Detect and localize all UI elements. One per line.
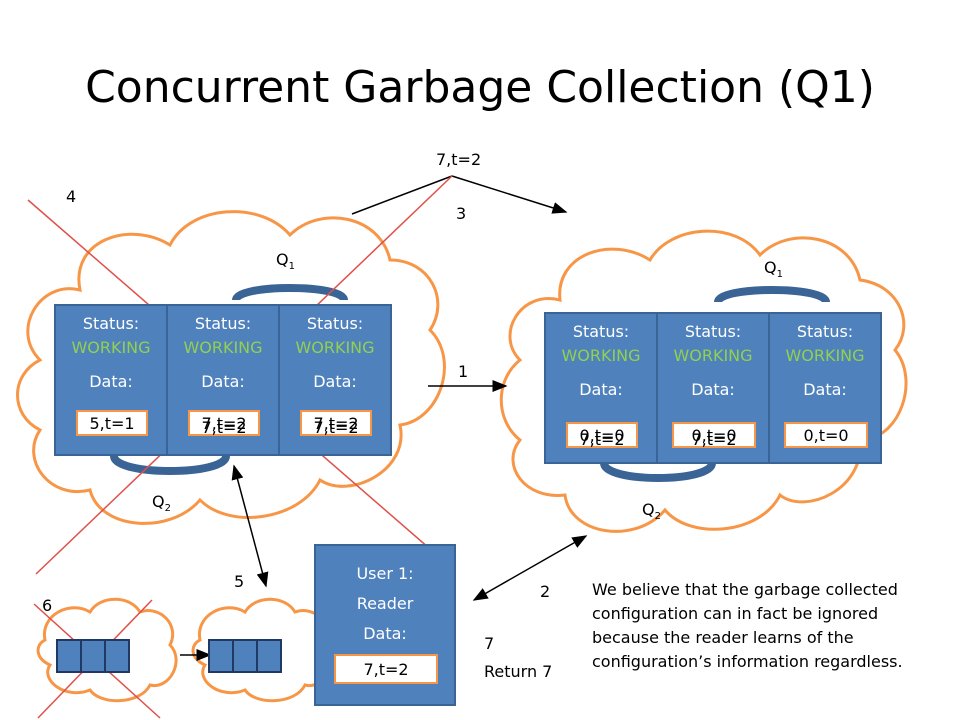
new-server-2: Status: WORKING Data: 0,t=0 7,t=2 — [656, 312, 770, 464]
user-data-label: Data: — [363, 624, 407, 643]
step-label-7: 7 — [484, 634, 495, 653]
page-title: Concurrent Garbage Collection (Q1) — [85, 62, 875, 113]
data-label: Data: — [579, 380, 623, 399]
step-label-3: 3 — [456, 204, 467, 223]
server-value: 5,t=1 — [76, 410, 148, 436]
new-config-cloud — [499, 229, 908, 533]
working-status: WORKING — [561, 346, 641, 365]
working-status: WORKING — [71, 338, 151, 357]
server-value: 0,t=0 7,t=2 — [566, 422, 638, 449]
old-q1-label: Q1 — [276, 250, 295, 273]
old-q1-arc — [232, 284, 348, 302]
status-label: Status: — [82, 314, 140, 333]
status-label: Status: — [572, 322, 630, 341]
server-value: 7,t=2 7,t=2 — [300, 410, 372, 437]
step-label-6: 6 — [42, 596, 53, 615]
arrow-3-left — [351, 175, 453, 215]
small-server-group-right — [208, 639, 282, 673]
user-reader-box: User 1: Reader Data: 7,t=2 — [314, 544, 456, 706]
working-status: WORKING — [673, 346, 753, 365]
status-label: Status: — [684, 322, 742, 341]
return-label: Return 7 — [484, 662, 553, 681]
explanation-note: We believe that the garbage collected co… — [592, 580, 903, 671]
new-q1-arc — [714, 286, 830, 304]
new-server-3: Status: WORKING Data: 0,t=0 — [768, 312, 882, 464]
step-label-1: 1 — [458, 362, 469, 381]
step-label-5: 5 — [234, 572, 245, 591]
data-label: Data: — [313, 372, 357, 391]
new-q1-label: Q1 — [764, 258, 783, 281]
status-label: Status: — [796, 322, 854, 341]
working-status: WORKING — [785, 346, 865, 365]
data-label: Data: — [89, 372, 133, 391]
transfer-value-label: 7,t=2 — [436, 150, 482, 169]
server-value: 0,t=0 — [784, 422, 868, 448]
status-label: Status: — [306, 314, 364, 333]
step-label-2: 2 — [540, 582, 551, 601]
user-title: User 1: — [356, 564, 414, 583]
data-label: Data: — [803, 380, 847, 399]
new-q2-label: Q2 — [642, 500, 661, 523]
status-label: Status: — [194, 314, 252, 333]
data-label: Data: — [691, 380, 735, 399]
working-status: WORKING — [183, 338, 263, 357]
old-q2-arc — [110, 454, 230, 475]
old-server-3: Status: WORKING Data: 7,t=2 7,t=2 — [278, 304, 392, 456]
server-value: 0,t=0 7,t=2 — [672, 422, 756, 449]
new-server-1: Status: WORKING Data: 0,t=0 7,t=2 — [544, 312, 658, 464]
old-server-1: Status: WORKING Data: 5,t=1 — [54, 304, 168, 456]
server-value: 7,t=2 7,t=2 — [188, 410, 260, 437]
small-server-group-left — [56, 639, 130, 673]
step-label-4: 4 — [66, 187, 77, 206]
old-q2-label: Q2 — [152, 492, 171, 515]
arrow-3-right — [451, 175, 568, 214]
old-config-cloud — [16, 210, 446, 525]
small-cloud-left — [36, 597, 178, 703]
working-status: WORKING — [295, 338, 375, 357]
user-role: Reader — [356, 594, 414, 613]
arrow-2 — [472, 535, 588, 601]
old-server-2: Status: WORKING Data: 7,t=2 7,t=2 — [166, 304, 280, 456]
new-q2-arc — [600, 461, 716, 482]
arrow-5 — [231, 464, 269, 588]
data-label: Data: — [201, 372, 245, 391]
user-value: 7,t=2 — [334, 654, 438, 684]
